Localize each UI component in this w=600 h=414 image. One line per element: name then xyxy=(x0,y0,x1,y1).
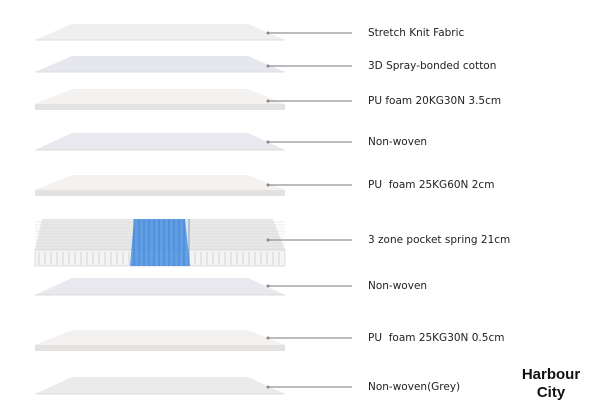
leader-dot xyxy=(266,238,270,242)
brand-line2: City xyxy=(536,384,566,401)
brand-logo: Harbour City xyxy=(516,366,586,402)
layer-sheet xyxy=(35,56,285,72)
leader-dot xyxy=(266,140,270,144)
layer-foam-top xyxy=(35,175,285,190)
layer-label: Non-woven xyxy=(368,136,428,148)
layer-label: 3D Spray-bonded cotton xyxy=(368,60,497,72)
layer-foam-side xyxy=(35,345,285,351)
leader-dot xyxy=(266,336,270,340)
layer-label: PU foam 25KG30N 0.5cm xyxy=(368,332,505,344)
layer-sheet xyxy=(35,24,285,40)
layer-foam-side xyxy=(35,104,285,110)
layer-label: Non-woven xyxy=(368,280,428,292)
layer-foam-side xyxy=(35,190,285,196)
leader-dot xyxy=(266,64,270,68)
leader-dot xyxy=(266,385,270,389)
layer-sheet xyxy=(35,377,285,394)
layer-sheet xyxy=(35,278,285,295)
leader-dot xyxy=(266,31,270,35)
brand-line1: Harbour xyxy=(521,366,581,383)
layer-foam-top xyxy=(35,89,285,104)
leader-dot xyxy=(266,99,270,103)
spring-zone-center xyxy=(130,219,190,266)
layer-label: Stretch Knit Fabric xyxy=(368,27,465,39)
layer-label: 3 zone pocket spring 21cm xyxy=(368,234,511,246)
layer-label: PU foam 25KG60N 2cm xyxy=(368,179,495,191)
layer-label: PU foam 20KG30N 3.5cm xyxy=(368,95,502,107)
layer-sheet xyxy=(35,133,285,150)
leader-dot xyxy=(266,183,270,187)
leader-dot xyxy=(266,284,270,288)
layer-label: Non-woven(Grey) xyxy=(368,381,461,393)
layer-foam-top xyxy=(35,330,285,345)
